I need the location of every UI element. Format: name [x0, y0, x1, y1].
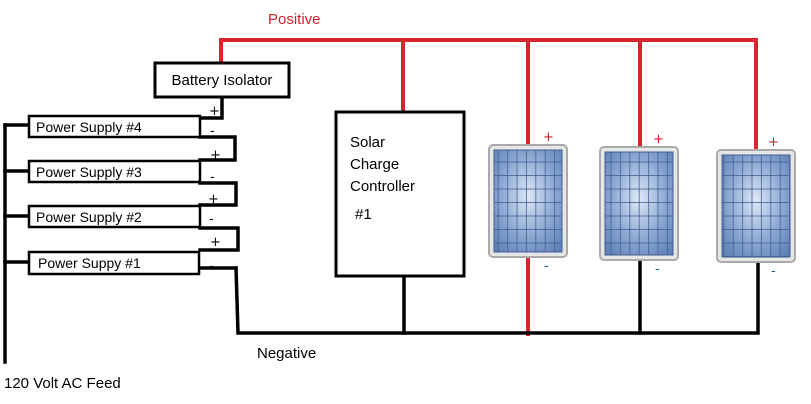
power-supply-4-label: Power Supply #4 — [36, 119, 142, 135]
power-supply-2-label: Power Supply #2 — [36, 209, 142, 225]
solar-panel-3-plus: + — [768, 135, 779, 150]
power-supply-3-minus: - — [210, 170, 215, 185]
solar-panel-1: + - — [488, 130, 568, 274]
power-supply-1-label: Power Suppy #1 — [38, 255, 141, 271]
controller-label-line-1: Solar — [350, 134, 385, 151]
solar-panel-3-minus: - — [771, 264, 776, 279]
ps3-to-ps2-link — [198, 181, 238, 207]
power-supply-2-plus: + — [208, 192, 219, 207]
positive-bus-wire — [219, 38, 758, 66]
power-supply-1: Power Suppy #1 + - — [27, 235, 221, 276]
solar-panel-2: + - — [599, 132, 679, 277]
positive-wiring — [219, 38, 758, 336]
power-supply-3-plus: + — [210, 148, 221, 163]
controller-label-line-3: Controller — [350, 178, 415, 195]
controller-label-line-2: Charge — [350, 156, 399, 173]
power-supply-3-label: Power Supply #3 — [36, 164, 142, 180]
battery-isolator: Battery Isolator — [153, 61, 291, 99]
power-supply-4-minus: - — [210, 124, 215, 139]
solar-panel-1-minus: - — [544, 259, 549, 274]
negative-bus-wire — [234, 262, 760, 335]
power-supply-1-minus: - — [209, 259, 214, 274]
positive-label: Positive — [268, 11, 321, 28]
battery-isolator-label: Battery Isolator — [172, 72, 273, 89]
solar-panel-3: + - — [716, 135, 796, 279]
solar-panel-2-grid — [604, 151, 674, 256]
power-supply-3: Power Supply #3 + - — [27, 148, 221, 185]
solar-panel-3-grid — [721, 154, 791, 258]
isolator-to-ps4-plus — [198, 95, 224, 120]
solar-panel-2-minus: - — [655, 262, 660, 277]
power-supply-4-plus: + — [209, 104, 220, 119]
solar-panel-2-plus: + — [653, 132, 664, 147]
power-supply-2: Power Supply #2 + - — [27, 192, 219, 229]
power-supply-3-box — [27, 159, 202, 184]
power-supply-1-box — [27, 250, 201, 276]
negative-label: Negative — [257, 345, 316, 362]
power-supply-2-box — [27, 204, 202, 229]
ac-feed-label: 120 Volt AC Feed — [4, 375, 121, 392]
solar-panel-1-plus: + — [543, 130, 554, 145]
battery-isolator-box — [153, 61, 291, 99]
controller-label-line-4: #1 — [355, 206, 372, 223]
solar-panel-1-grid — [493, 149, 563, 253]
ps2-to-ps1-link — [198, 226, 240, 252]
negative-wiring — [3, 95, 760, 364]
power-supply-4: Power Supply #4 + - — [27, 104, 220, 139]
power-supply-4-box — [27, 114, 202, 139]
power-supply-1-plus: + — [210, 235, 221, 250]
solar-charge-controller-box — [334, 110, 466, 278]
power-supply-2-minus: - — [209, 212, 214, 227]
ps4-to-ps3-link — [198, 135, 237, 162]
solar-charge-controller: Solar Charge Controller #1 — [334, 110, 466, 278]
